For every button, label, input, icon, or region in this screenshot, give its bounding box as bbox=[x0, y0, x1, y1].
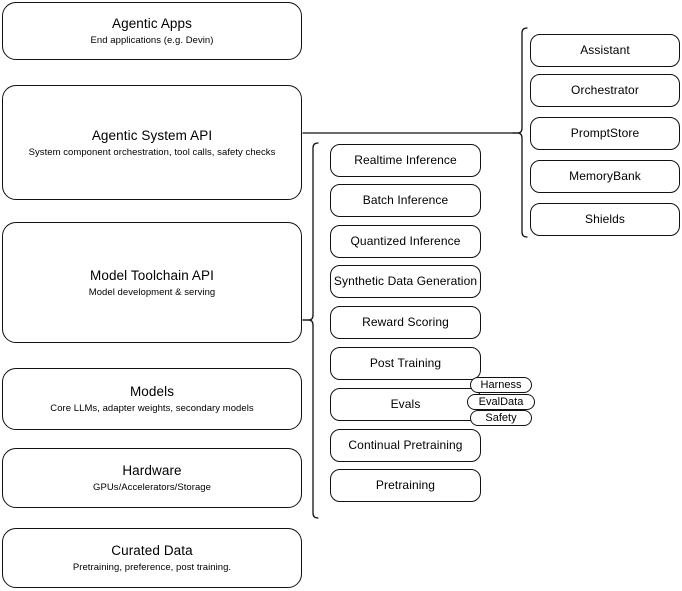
brace-toolchain-components-upper bbox=[302, 142, 319, 321]
toolchain-component-pretraining[interactable]: Pretraining bbox=[330, 469, 481, 502]
system-component-memorybank[interactable]: MemoryBank bbox=[530, 160, 680, 193]
component-label: Quantized Inference bbox=[350, 234, 461, 248]
toolchain-component-batch-inference[interactable]: Batch Inference bbox=[330, 184, 481, 217]
brace-system-components-lower bbox=[512, 132, 528, 238]
component-label: Pretraining bbox=[375, 478, 436, 492]
component-label: MemoryBank bbox=[569, 169, 641, 183]
layer-subtitle: System component orchestration, tool cal… bbox=[28, 146, 276, 158]
layer-subtitle: GPUs/Accelerators/Storage bbox=[93, 482, 211, 493]
component-label: Assistant bbox=[580, 43, 630, 57]
layer-title: Agentic Apps bbox=[111, 16, 192, 31]
component-label: Synthetic Data Generation bbox=[333, 274, 478, 288]
layer-subtitle: End applications (e.g. Devin) bbox=[90, 35, 214, 46]
component-label: Orchestrator bbox=[571, 83, 639, 97]
toolchain-component-reward-scoring[interactable]: Reward Scoring bbox=[330, 306, 481, 339]
toolchain-component-continual-pretraining[interactable]: Continual Pretraining bbox=[330, 429, 481, 462]
layer-title: Curated Data bbox=[111, 543, 193, 558]
layer-title: Model Toolchain API bbox=[90, 267, 214, 283]
system-component-shields[interactable]: Shields bbox=[530, 203, 680, 236]
evals-badge-evaldata[interactable]: EvalData bbox=[467, 394, 535, 410]
toolchain-component-post-training[interactable]: Post Training bbox=[330, 347, 481, 380]
component-label: Batch Inference bbox=[362, 193, 449, 207]
component-label: Evals bbox=[390, 397, 421, 411]
layer-box-hardware[interactable]: Hardware GPUs/Accelerators/Storage bbox=[2, 448, 302, 508]
toolchain-component-evals[interactable]: Evals bbox=[330, 388, 481, 421]
toolchain-component-quantized-inference[interactable]: Quantized Inference bbox=[330, 225, 481, 258]
layer-title: Agentic System API bbox=[91, 127, 213, 143]
component-label: PromptStore bbox=[570, 126, 640, 140]
layer-box-agentic-system-api[interactable]: Agentic System API System component orch… bbox=[2, 85, 302, 200]
brace-toolchain-components-lower bbox=[302, 319, 319, 519]
component-label: Post Training bbox=[369, 356, 442, 370]
component-label: Continual Pretraining bbox=[348, 438, 463, 452]
layer-subtitle: Pretraining, preference, post training. bbox=[72, 562, 232, 573]
evals-badge-safety[interactable]: Safety bbox=[470, 410, 532, 426]
system-component-assistant[interactable]: Assistant bbox=[530, 34, 680, 67]
toolchain-component-realtime-inference[interactable]: Realtime Inference bbox=[330, 144, 481, 177]
layer-box-model-toolchain-api[interactable]: Model Toolchain API Model development & … bbox=[2, 222, 302, 343]
layer-subtitle: Model development & serving bbox=[88, 286, 216, 298]
evals-badge-harness[interactable]: Harness bbox=[470, 377, 532, 393]
system-component-orchestrator[interactable]: Orchestrator bbox=[530, 74, 680, 107]
layer-subtitle: Core LLMs, adapter weights, secondary mo… bbox=[50, 403, 254, 414]
layer-title: Hardware bbox=[122, 463, 182, 478]
layer-box-curated-data[interactable]: Curated Data Pretraining, preference, po… bbox=[2, 528, 302, 588]
component-label: Realtime Inference bbox=[354, 153, 457, 167]
layer-title: Models bbox=[129, 384, 175, 399]
component-label: Shields bbox=[584, 212, 626, 226]
system-component-promptstore[interactable]: PromptStore bbox=[530, 117, 680, 150]
layer-box-models[interactable]: Models Core LLMs, adapter weights, secon… bbox=[2, 368, 302, 430]
component-label: Reward Scoring bbox=[362, 315, 449, 329]
toolchain-component-synthetic-data-generation[interactable]: Synthetic Data Generation bbox=[330, 265, 481, 298]
layer-box-agentic-apps[interactable]: Agentic Apps End applications (e.g. Devi… bbox=[2, 2, 302, 60]
